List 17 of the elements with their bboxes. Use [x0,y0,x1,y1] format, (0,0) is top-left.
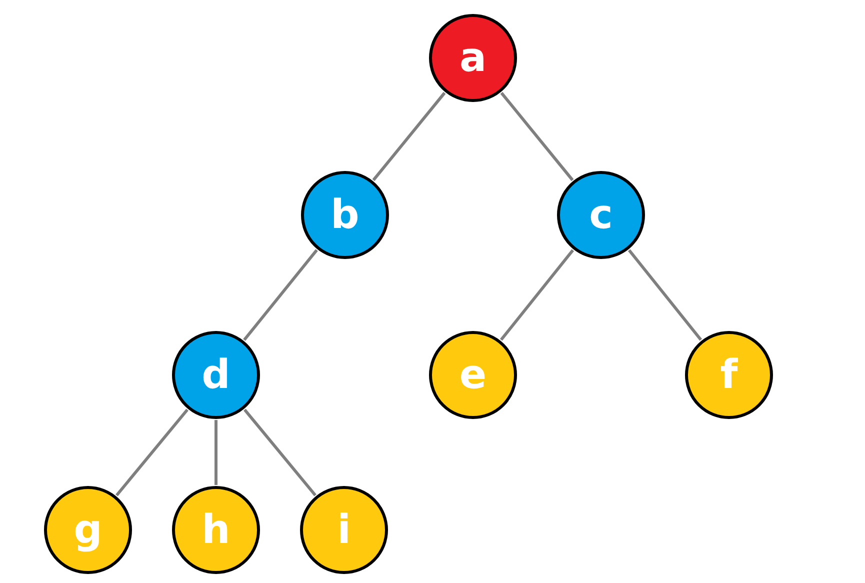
connector-line [243,249,318,341]
node-letter: f [720,355,738,395]
node-letter: b [330,195,360,235]
connector-line [500,249,574,341]
node-letter: h [202,510,230,550]
node-letter: e [459,355,487,395]
connector-line [214,420,218,485]
node-letter: d [202,355,230,395]
node-letter: c [589,195,613,235]
connector-line [628,249,702,341]
node-letter: a [460,38,486,78]
connector-line [116,408,188,496]
connector-line [372,92,446,182]
node-letter: g [74,510,102,550]
connector-line [500,92,574,182]
connector-line [244,408,316,496]
node-letter: i [337,510,351,550]
